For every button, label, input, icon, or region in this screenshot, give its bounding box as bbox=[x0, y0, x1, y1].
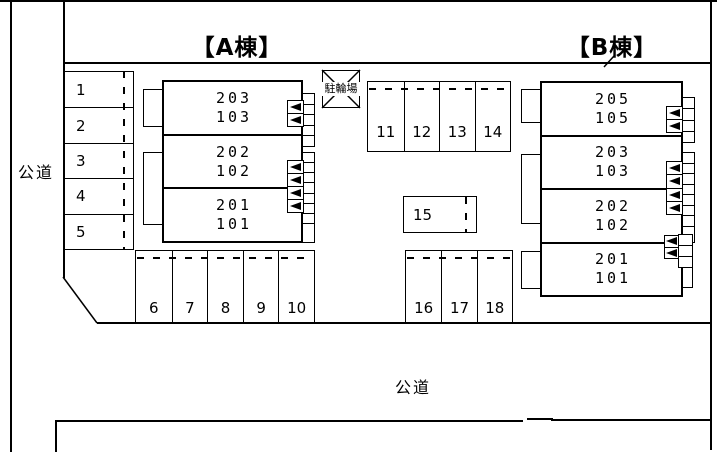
parking-space-13: 13 bbox=[439, 82, 475, 151]
parking-space-8: 8 bbox=[207, 251, 243, 322]
building-a: 203 103 202 102 201 101 bbox=[162, 80, 303, 243]
room-upper-label: 202 bbox=[594, 196, 632, 215]
parking-left-dashed-line bbox=[123, 71, 125, 250]
parking-space-11: 11 bbox=[376, 123, 396, 141]
building-b-porch bbox=[521, 154, 541, 224]
parking-space-14: 14 bbox=[474, 82, 511, 151]
building-b-room-205-105: 205 105 bbox=[542, 83, 681, 135]
parking-bottom-left-dashed-line bbox=[137, 257, 313, 259]
parking-space-15-label: 15 bbox=[413, 205, 433, 224]
parking-space-1: 1 bbox=[76, 80, 86, 99]
room-lower-label: 103 bbox=[215, 107, 253, 126]
room-upper-label: 203 bbox=[594, 143, 632, 162]
building-a-porch bbox=[143, 89, 163, 127]
parking-space-12: 12 bbox=[403, 82, 440, 151]
building-b-porch bbox=[521, 251, 541, 289]
stair-ladder-icon bbox=[678, 234, 693, 268]
bottom-parcel-top-line bbox=[55, 420, 523, 422]
building-b-side-rect bbox=[682, 267, 693, 288]
room-lower-label: 103 bbox=[594, 162, 632, 181]
building-a-side-rect bbox=[302, 223, 315, 243]
stair-ladder-icon bbox=[682, 152, 695, 227]
room-upper-label: 201 bbox=[215, 196, 253, 215]
parking-space-4: 4 bbox=[64, 178, 133, 213]
building-a-porch bbox=[143, 152, 163, 225]
room-lower-label: 101 bbox=[215, 215, 253, 234]
bicycle-parking-label: 駐輪場 bbox=[319, 82, 363, 96]
top-border-line bbox=[0, 0, 717, 2]
parking-15-dashed-line bbox=[465, 197, 467, 232]
parking-center-top-dashed-line bbox=[369, 88, 509, 90]
parking-space-18: 18 bbox=[476, 251, 512, 322]
room-upper-label: 203 bbox=[215, 88, 253, 107]
building-a-room-201-101: 201 101 bbox=[164, 187, 301, 241]
building-b-porch bbox=[521, 89, 541, 123]
building-b-room-203-103: 203 103 bbox=[542, 134, 681, 189]
site-bottom-boundary-line bbox=[97, 322, 711, 324]
parking-space-7: 7 bbox=[171, 251, 208, 322]
parking-space-16: 16 bbox=[414, 299, 434, 317]
parking-group-bottom-left: 6 7 8 9 10 bbox=[135, 250, 315, 323]
bottom-parcel-top-line-jog bbox=[527, 418, 553, 420]
stair-arrows-icon bbox=[666, 106, 683, 133]
parking-group-center-top: 11 12 13 14 bbox=[367, 81, 511, 152]
building-b-room-202-102: 202 102 bbox=[542, 188, 681, 242]
left-road-line bbox=[10, 0, 12, 452]
right-border-line bbox=[710, 0, 712, 450]
room-lower-label: 102 bbox=[594, 215, 632, 234]
parking-group-bottom-center: 16 17 18 bbox=[405, 250, 513, 323]
site-top-boundary-line bbox=[63, 62, 711, 64]
parking-space-10: 10 bbox=[278, 251, 314, 322]
room-upper-label: 202 bbox=[215, 142, 253, 161]
room-lower-label: 102 bbox=[215, 161, 253, 180]
building-b-title: 【B棟】 bbox=[566, 35, 658, 61]
stair-arrows-icon bbox=[664, 235, 679, 259]
room-upper-label: 205 bbox=[594, 89, 632, 108]
building-a-title: 【A棟】 bbox=[191, 35, 283, 61]
parking-space-5: 5 bbox=[64, 213, 133, 249]
bottom-parcel-top-line-right bbox=[551, 419, 711, 421]
parking-space-3: 3 bbox=[64, 142, 133, 178]
site-left-boundary-line bbox=[63, 0, 65, 278]
parking-group-left: 1 2 3 4 5 bbox=[63, 71, 134, 250]
building-b: 205 105 203 103 202 102 201 101 bbox=[540, 81, 683, 297]
road-label-left: 公道 bbox=[18, 163, 55, 182]
bottom-parcel-left-line bbox=[55, 421, 57, 452]
parking-space-17: 17 bbox=[441, 251, 476, 322]
building-b-room-201-101: 201 101 bbox=[542, 241, 681, 296]
parking-bottom-center-dashed-line bbox=[407, 257, 511, 259]
parking-space-2: 2 bbox=[64, 107, 133, 142]
parking-space-6: 6 bbox=[149, 299, 159, 317]
building-a-room-203-103: 203 103 bbox=[164, 82, 301, 134]
parking-space-15: 15 bbox=[403, 196, 477, 233]
building-a-room-202-102: 202 102 bbox=[164, 133, 301, 188]
parking-space-9: 9 bbox=[242, 251, 279, 322]
stair-arrows-icon bbox=[287, 100, 304, 127]
stair-arrows-icon bbox=[287, 160, 304, 213]
room-lower-label: 105 bbox=[594, 108, 632, 127]
stair-arrows-icon bbox=[666, 161, 683, 215]
room-upper-label: 201 bbox=[594, 250, 632, 269]
room-lower-label: 101 bbox=[594, 269, 632, 288]
stair-ladder-icon bbox=[682, 97, 695, 143]
road-label-bottom: 公道 bbox=[395, 378, 432, 397]
